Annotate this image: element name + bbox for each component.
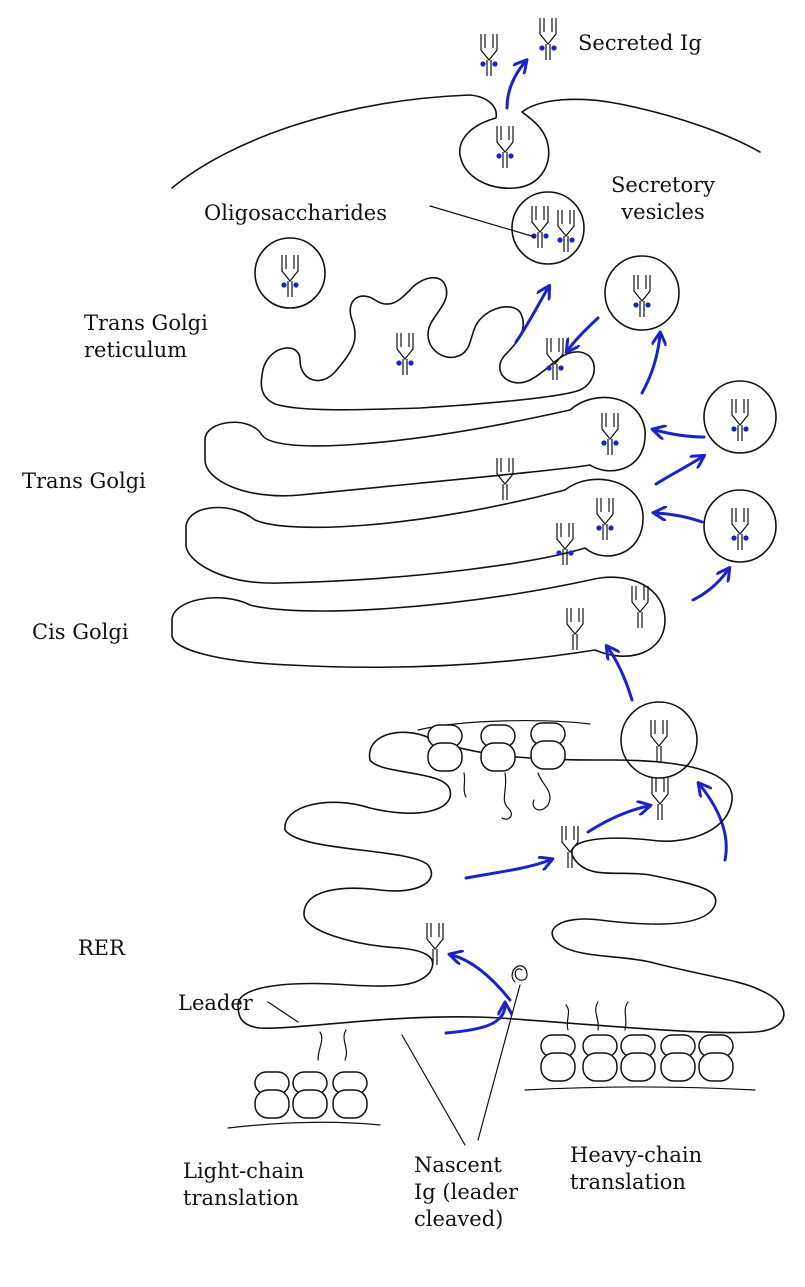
secretion-arrow: [507, 62, 525, 108]
nascent-ig-label: Nascent Ig (leader cleaved): [414, 1152, 518, 1233]
rer-label: RER: [78, 935, 125, 962]
rough-er: [238, 732, 784, 1032]
golgi-ig-icon: [546, 338, 563, 380]
trans-golgi-reticulum-label: Trans Golgi reticulum: [84, 310, 208, 364]
secretory-vesicles-label: Secretory vesicles: [611, 172, 715, 226]
flow-arrow: [568, 318, 598, 350]
rer-ig-icon: [652, 778, 668, 820]
golgi-ig-icon: [632, 586, 648, 628]
light-chain-translation-label: Light-chain translation: [183, 1158, 304, 1212]
nascent-ig-coil: [512, 966, 527, 982]
nascent-chain: [502, 773, 511, 819]
nascent-chain: [625, 1002, 628, 1030]
secreted-ig-icon: [480, 34, 497, 76]
leader-pointer: [268, 1002, 298, 1022]
heavy-chain-translation-label: Heavy-chain translation: [570, 1142, 702, 1196]
golgi-ig-icon: [396, 333, 413, 375]
vesicle-right-1: [605, 256, 679, 330]
flow-arrow: [452, 955, 510, 1000]
rer-bottom-right-ribosomes: [541, 1035, 733, 1081]
oligosaccharides-label: Oligosaccharides: [204, 200, 387, 227]
rer-top-ribosomes: [428, 723, 565, 771]
nascent-chain: [344, 1030, 346, 1060]
golgi-ig-icon: [601, 413, 618, 455]
golgi-ig-icon: [567, 608, 583, 650]
cis-golgi-cisterna: [172, 577, 665, 667]
nascent-chain: [566, 1005, 569, 1030]
flow-arrow: [446, 1005, 505, 1033]
trans-golgi-cisterna-2: [186, 479, 643, 583]
leader-label: Leader: [178, 990, 253, 1017]
flow-arrow: [656, 513, 702, 522]
vesicle-right-3: [704, 490, 776, 562]
transport-vesicle: [621, 702, 697, 778]
golgi-ig-icon: [596, 498, 613, 540]
secretory-vesicle-top: [512, 192, 584, 264]
secreted-ig-label: Secreted Ig: [578, 30, 702, 57]
golgi-ig-icon: [556, 523, 573, 565]
flow-arrow: [655, 430, 704, 437]
rer-bottom-left-ribosomes: [255, 1072, 367, 1118]
nascent-ig-pointer: [478, 985, 520, 1140]
flow-arrow: [466, 860, 550, 878]
flow-arrow: [656, 457, 702, 484]
rer-membrane-bottom-right: [525, 1087, 755, 1090]
nascent-chain: [318, 1032, 322, 1060]
exocytosing-ig-icon: [496, 126, 513, 168]
flow-arrow: [700, 785, 726, 860]
rer-ig-icon: [427, 923, 443, 965]
nascent-chain: [464, 773, 466, 797]
trans-golgi-label: Trans Golgi: [22, 468, 146, 495]
golgi-ig-icon: [497, 458, 513, 500]
vesicle-left: [255, 238, 325, 308]
flow-arrow: [588, 806, 648, 832]
secreted-ig-icon-2: [539, 18, 556, 60]
nascent-chain: [533, 773, 550, 810]
rer-membrane-bottom-left: [228, 1122, 380, 1128]
flow-arrow: [693, 570, 728, 600]
cis-golgi-label: Cis Golgi: [32, 619, 129, 646]
vesicle-right-2: [704, 381, 776, 453]
nascent-ig-pointer: [402, 1035, 465, 1145]
flow-arrow: [642, 335, 660, 393]
trans-golgi-cisterna-1: [205, 397, 645, 495]
